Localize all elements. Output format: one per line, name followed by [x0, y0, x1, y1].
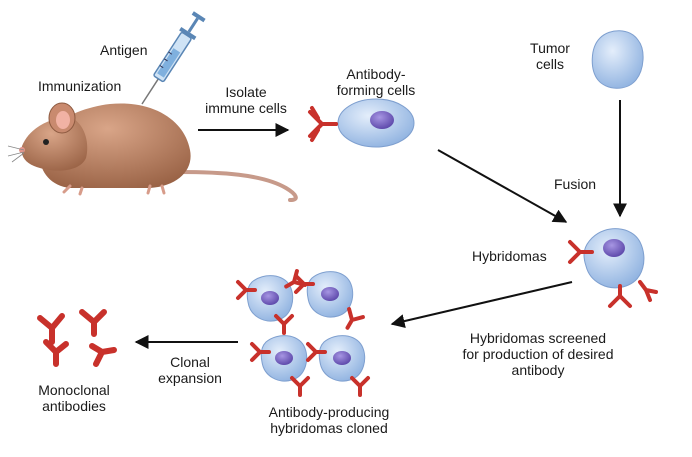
hybridoma-cell: [568, 228, 658, 308]
label-clonal: Clonal expansion: [158, 354, 222, 386]
label-immunization: Immunization: [38, 78, 122, 94]
label-monoclonal: Monoclonal antibodies: [38, 382, 110, 414]
label-fusion: Fusion: [554, 176, 597, 192]
syringe-icon: [141, 11, 206, 105]
label-hybridomas: Hybridomas: [472, 248, 547, 264]
arrow-to-hybridomas: [437, 149, 568, 223]
label-producing: Antibody-producing hybridomas cloned: [268, 404, 390, 436]
tumor-cell: [591, 30, 644, 89]
monoclonal-antibodies: [37, 309, 117, 367]
cloned-hybridomas: [236, 269, 370, 397]
label-tumor: Tumor cells: [530, 40, 570, 72]
label-isolate: Isolate immune cells: [205, 84, 287, 116]
arrow-screening: [390, 281, 573, 328]
mouse-icon: [7, 102, 298, 202]
antibody-forming-cell: [308, 98, 415, 148]
label-antigen: Antigen: [100, 42, 148, 58]
label-screened: Hybridomas screened for production of de…: [462, 330, 614, 378]
label-antibody-forming: Antibody- forming cells: [336, 66, 416, 98]
